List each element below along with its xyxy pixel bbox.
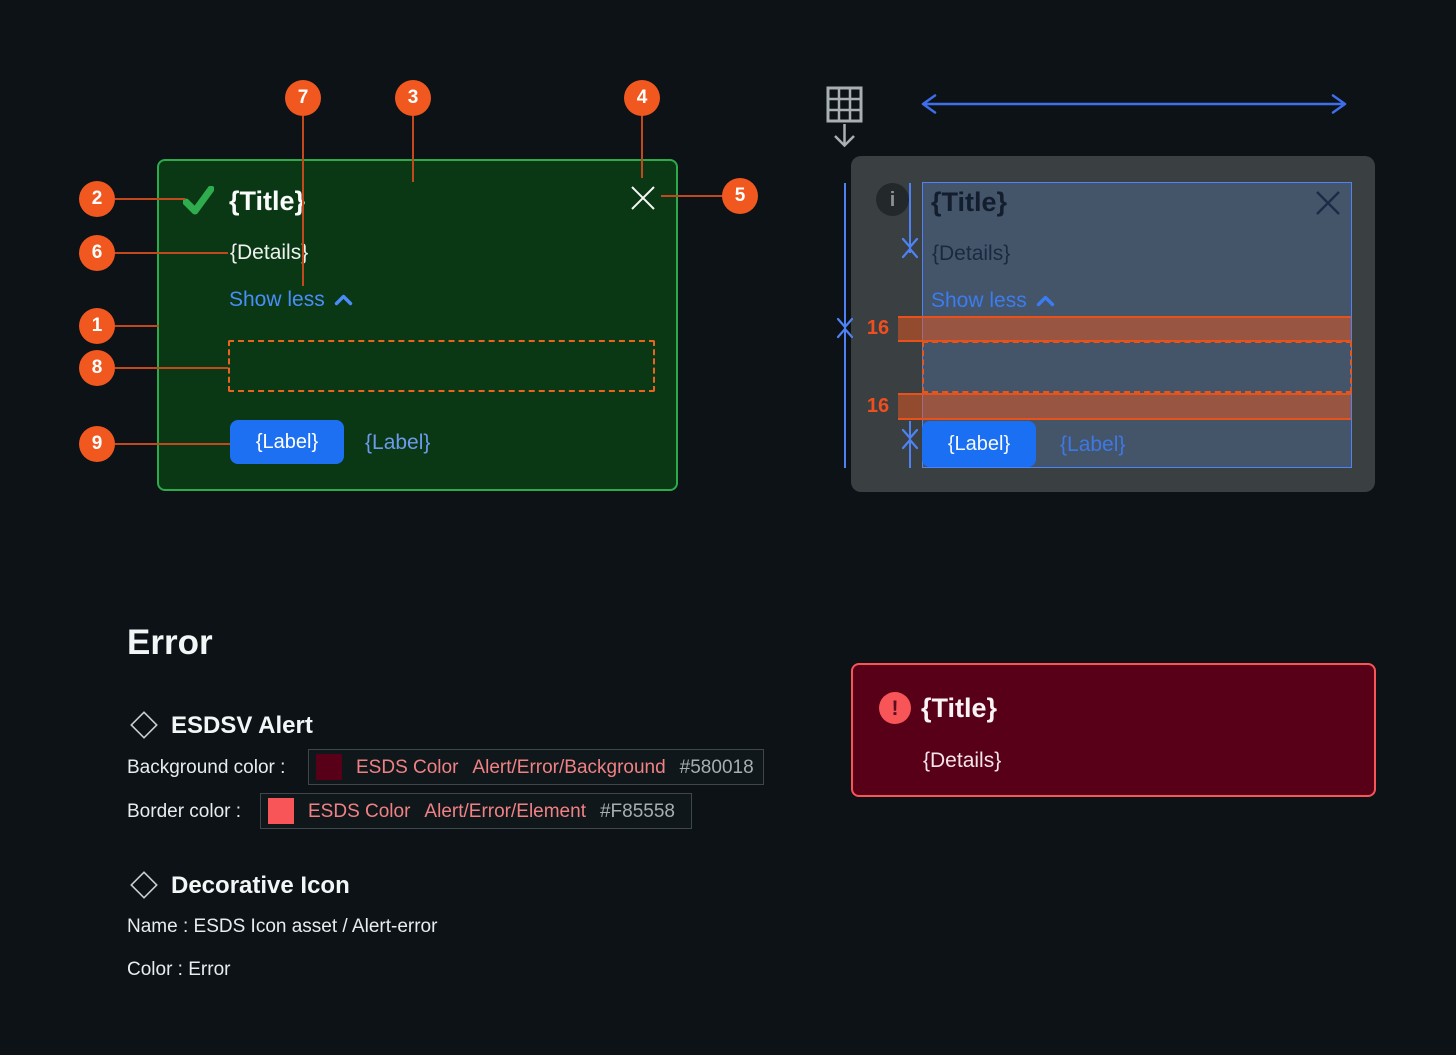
chevron-up-icon	[334, 294, 352, 305]
border-color-swatch	[268, 798, 294, 824]
alert-details: {Details}	[230, 241, 309, 264]
callout-badge-2: 2	[79, 181, 115, 217]
spacing-edge-line	[898, 393, 1351, 395]
token-hex: #580018	[679, 756, 754, 778]
callout-badge-9: 9	[79, 426, 115, 462]
border-color-label: Border color :	[127, 801, 242, 822]
background-color-label: Background color :	[127, 757, 286, 778]
component-diamond-icon	[130, 871, 158, 899]
token-name: Alert/Error/Background	[472, 756, 666, 778]
show-less-link[interactable]: Show less	[931, 290, 1055, 311]
token-name: Alert/Error/Element	[424, 800, 586, 822]
callout-badge-1: 1	[79, 308, 115, 344]
callout-badge-5: 5	[722, 178, 758, 214]
gap-value-top: 16	[866, 317, 890, 339]
callout-line-4	[641, 116, 643, 178]
callout-line-9	[115, 443, 230, 445]
callout-badge-4: 4	[624, 80, 660, 116]
alert-spec-title: ESDSV Alert	[171, 712, 313, 739]
callout-badge-3: 3	[395, 80, 431, 116]
vertical-measure-line-inner-bottom	[909, 421, 911, 468]
content-placeholder	[922, 341, 1352, 393]
alert-title: {Title}	[229, 186, 306, 216]
info-icon: i	[876, 183, 909, 216]
callout-badge-8: 8	[79, 350, 115, 386]
token-prefix: ESDS Color	[308, 800, 411, 822]
horizontal-measure-arrow	[921, 94, 1347, 114]
border-token-chip: ESDS Color Alert/Error/Element #F85558	[260, 793, 692, 829]
show-less-link[interactable]: Show less	[229, 289, 353, 310]
error-alert: ! {Title} {Details}	[851, 663, 1376, 797]
component-diamond-icon	[130, 711, 158, 739]
icon-color-line: Color : Error	[127, 959, 231, 980]
chevron-up-icon	[1036, 295, 1054, 306]
primary-action-button[interactable]: {Label}	[922, 421, 1036, 467]
spacing-band-top	[898, 318, 1351, 340]
callout-badge-7: 7	[285, 80, 321, 116]
content-placeholder	[228, 340, 655, 392]
callout-line-8	[115, 367, 228, 369]
close-icon[interactable]	[1313, 188, 1343, 218]
show-less-label: Show less	[931, 289, 1027, 312]
check-icon	[183, 186, 214, 215]
token-prefix: ESDS Color	[356, 756, 459, 778]
primary-action-button[interactable]: {Label}	[230, 420, 344, 464]
alert-title: {Title}	[921, 693, 998, 723]
measure-marker	[901, 428, 919, 450]
spacing-band-bottom	[898, 395, 1351, 418]
icon-spec-title: Decorative Icon	[171, 872, 350, 899]
spacing-edge-line	[898, 340, 1351, 342]
measure-marker	[836, 317, 854, 339]
callout-line-1	[115, 325, 159, 327]
gap-value-bottom: 16	[866, 395, 890, 417]
callout-line-2	[115, 198, 185, 200]
layout-grid-icon	[826, 86, 863, 148]
vertical-measure-line-inner-top	[909, 183, 911, 253]
secondary-action-link[interactable]: {Label}	[365, 431, 431, 454]
measure-marker	[901, 237, 919, 259]
spacing-alert-title: {Title}	[931, 187, 1008, 217]
alert-error-icon: !	[879, 692, 911, 724]
background-token-chip: ESDS Color Alert/Error/Background #58001…	[308, 749, 764, 785]
success-alert: {Title} {Details} Show less {Label} {Lab…	[157, 159, 678, 491]
primary-action-label: {Label}	[947, 433, 1011, 455]
secondary-action-link[interactable]: {Label}	[1060, 433, 1126, 456]
spacing-alert-details: {Details}	[932, 242, 1011, 265]
spacing-edge-line	[898, 418, 1351, 420]
section-heading: Error	[127, 623, 213, 662]
token-hex: #F85558	[599, 800, 675, 822]
callout-line-5	[661, 195, 722, 197]
callout-line-7	[302, 116, 304, 286]
callout-line-3	[412, 116, 414, 182]
close-icon[interactable]	[629, 184, 657, 212]
primary-action-label: {Label}	[255, 431, 319, 453]
alert-details: {Details}	[923, 749, 1002, 772]
background-color-swatch	[316, 754, 342, 780]
callout-line-6	[115, 252, 228, 254]
spacing-edge-line	[898, 316, 1351, 318]
callout-badge-6: 6	[79, 235, 115, 271]
show-less-label: Show less	[229, 288, 325, 311]
icon-name-line: Name : ESDS Icon asset / Alert-error	[127, 916, 438, 937]
